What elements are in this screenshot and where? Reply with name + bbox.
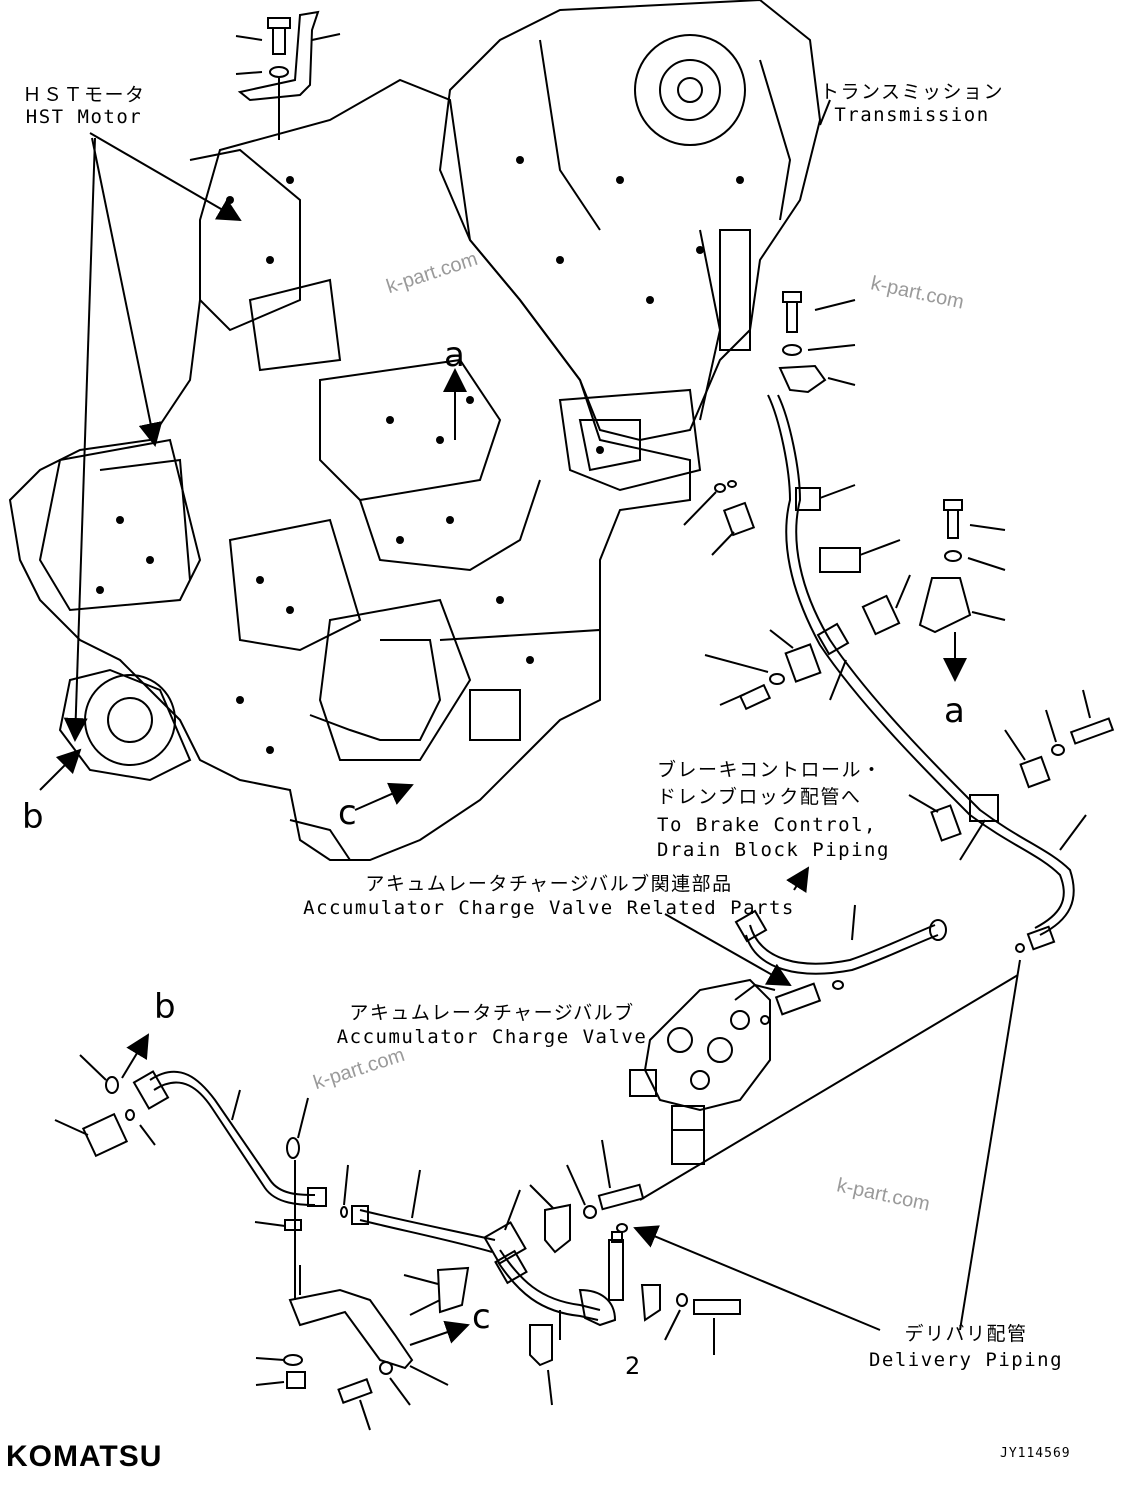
ref-letter-a-bottom: a [944, 691, 965, 731]
ref-letter-b-top: b [154, 987, 176, 1027]
brake-control-label-jp-2: ドレンブロック配管へ [657, 786, 862, 808]
lower-pipe-assembly [54, 1033, 741, 1431]
accumulator-valve-label-jp: アキュムレータチャージバルブ [349, 1002, 635, 1024]
drawing-code: JY114569 [1000, 1446, 1071, 1461]
brake-control-label-en-2: Drain Block Piping [657, 839, 890, 861]
brake-hose [734, 904, 947, 1025]
transmission-label-en: Transmission [834, 104, 990, 126]
delivery-piping-label-jp: デリバリ配管 [904, 1323, 1028, 1345]
right-upper-pipe [683, 291, 1115, 953]
accumulator-valve-label-en: Accumulator Charge Valve [336, 1026, 648, 1048]
ref-letter-c-bottom: c [472, 1297, 491, 1337]
transmission-assembly [8, 0, 822, 861]
hst-motor-label-jp: ＨＳＴモータ [22, 84, 146, 106]
quantity-number: 2 [625, 1352, 641, 1380]
accumulator-related-label-en: Accumulator Charge Valve Related Parts [303, 897, 795, 919]
leader-arrows [39, 99, 831, 986]
ref-letter-b-left: b [22, 797, 44, 837]
top-bracket-group [235, 10, 341, 140]
ref-letter-c-engine: c [338, 793, 357, 833]
hst-motor-label-en: HST Motor [25, 106, 143, 128]
accumulator-charge-valve [629, 978, 776, 1165]
transmission-label-jp: トランスミッション [819, 81, 1005, 103]
accumulator-related-label-jp: アキュムレータチャージバルブ関連部品 [365, 873, 733, 895]
delivery-piping-label-en: Delivery Piping [868, 1349, 1064, 1371]
komatsu-logo: KOMATSU [6, 1440, 163, 1473]
delivery-pointers [616, 959, 1021, 1331]
ref-letter-a-top: a [444, 335, 465, 375]
brake-control-label-en-1: To Brake Control, [657, 814, 877, 836]
brake-control-label-jp-1: ブレーキコントロール・ [657, 759, 883, 781]
